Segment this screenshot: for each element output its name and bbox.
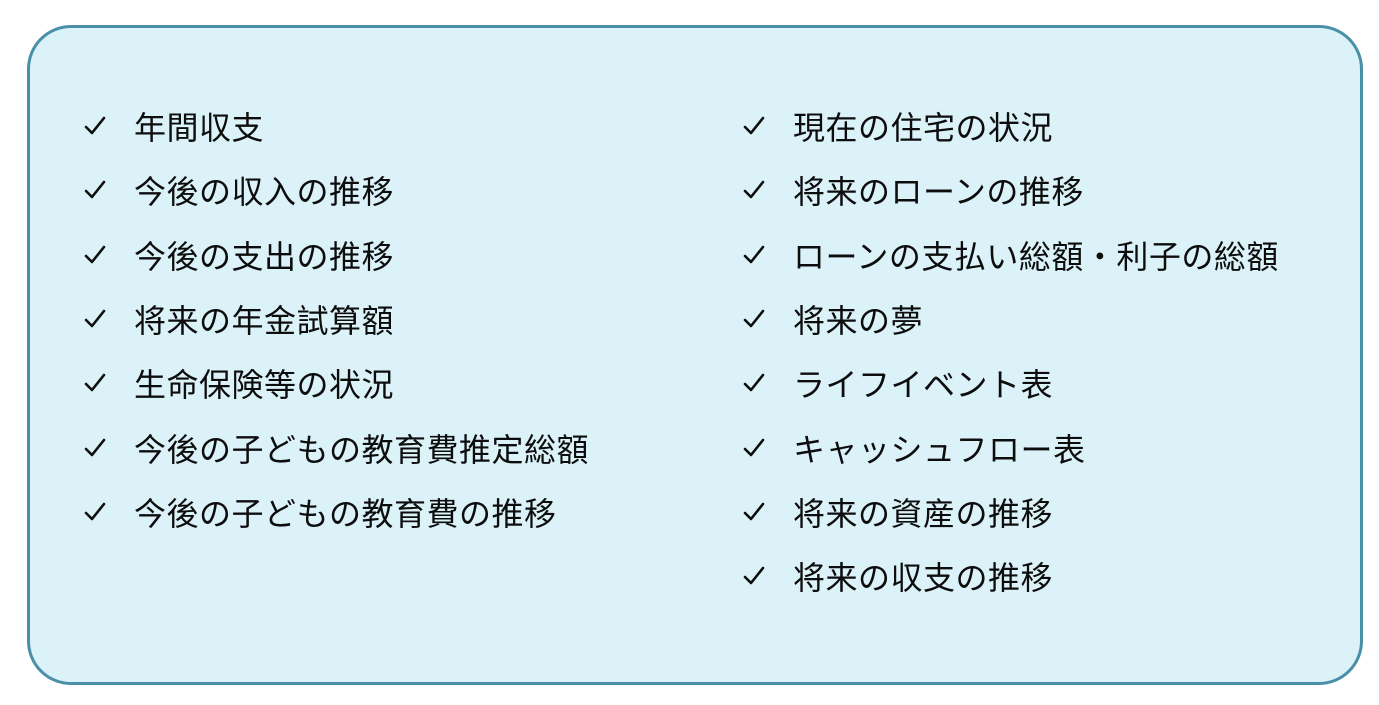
checkmark-icon <box>82 309 134 329</box>
checklist-item: 将来の資産の推移 <box>741 480 1279 544</box>
checklist-panel <box>27 25 1363 685</box>
checklist-item-label: 将来の収支の推移 <box>793 559 1054 598</box>
checklist-item: 年間収支 <box>82 94 589 158</box>
checkmark-icon <box>741 502 793 522</box>
checklist-item: ライフイベント表 <box>741 351 1279 415</box>
checklist-item-label: 今後の子どもの教育費の推移 <box>134 494 557 533</box>
checkmark-icon <box>741 566 793 586</box>
checklist-item-label: 今後の子どもの教育費推定総額 <box>134 430 590 469</box>
checkmark-icon <box>82 438 134 458</box>
checklist-item-label: 今後の収入の推移 <box>134 173 395 212</box>
checklist-item: 現在の住宅の状況 <box>741 94 1279 158</box>
checklist-item-label: 現在の住宅の状況 <box>793 109 1054 148</box>
checklist-item: 今後の収入の推移 <box>82 158 589 222</box>
checkmark-icon <box>82 373 134 393</box>
checkmark-icon <box>741 245 793 265</box>
checklist-item: 将来の年金試算額 <box>82 287 589 351</box>
checklist-item-label: 将来の年金試算額 <box>134 302 395 341</box>
left-checklist: 年間収支今後の収入の推移今後の支出の推移将来の年金試算額生命保険等の状況今後の子… <box>82 94 589 544</box>
checkmark-icon <box>741 438 793 458</box>
checklist-item-label: 将来の資産の推移 <box>793 494 1054 533</box>
checklist-item: 将来の収支の推移 <box>741 544 1279 608</box>
checklist-item: 今後の支出の推移 <box>82 223 589 287</box>
checklist-item: 生命保険等の状況 <box>82 351 589 415</box>
right-checklist: 現在の住宅の状況将来のローンの推移ローンの支払い総額・利子の総額将来の夢ライフイ… <box>741 94 1279 608</box>
checklist-item-label: 生命保険等の状況 <box>134 366 395 405</box>
checklist-item: キャッシュフロー表 <box>741 415 1279 479</box>
checklist-item: ローンの支払い総額・利子の総額 <box>741 223 1279 287</box>
checklist-item-label: 年間収支 <box>134 109 265 148</box>
checklist-item: 将来のローンの推移 <box>741 158 1279 222</box>
checkmark-icon <box>741 373 793 393</box>
checkmark-icon <box>82 245 134 265</box>
checklist-item-label: キャッシュフロー表 <box>793 430 1086 469</box>
checkmark-icon <box>82 502 134 522</box>
checkmark-icon <box>82 180 134 200</box>
checklist-item-label: ローンの支払い総額・利子の総額 <box>793 237 1279 276</box>
checklist-item: 今後の子どもの教育費推定総額 <box>82 415 589 479</box>
checklist-item-label: 将来の夢 <box>793 302 924 341</box>
checkmark-icon <box>741 180 793 200</box>
checklist-item: 将来の夢 <box>741 287 1279 351</box>
checklist-item-label: 将来のローンの推移 <box>793 173 1084 212</box>
checklist-item: 今後の子どもの教育費の推移 <box>82 480 589 544</box>
checkmark-icon <box>741 116 793 136</box>
checkmark-icon <box>741 309 793 329</box>
checklist-item-label: 今後の支出の推移 <box>134 237 395 276</box>
checklist-item-label: ライフイベント表 <box>793 366 1054 405</box>
checkmark-icon <box>82 116 134 136</box>
